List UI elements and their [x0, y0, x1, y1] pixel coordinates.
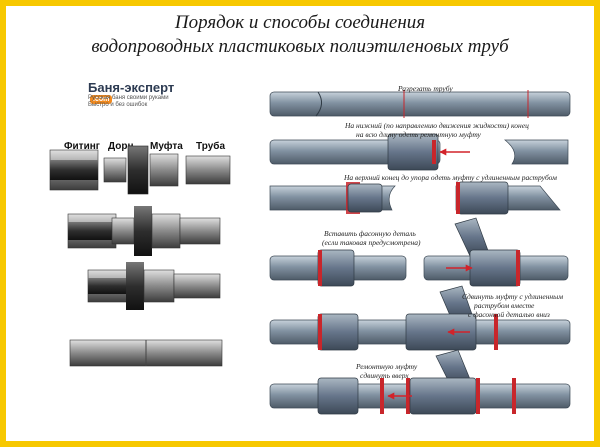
- caption-step5c: с фасонной деталью вниз: [468, 310, 550, 319]
- step2-pipes: [269, 133, 569, 171]
- caption-step2a: На нижний (по направлению движения жидко…: [345, 121, 529, 130]
- title-line-2: водопроводных пластиковых полиэтиленовых…: [91, 36, 509, 57]
- label-coupling: Муфта: [150, 141, 183, 152]
- step5-pipes: [269, 285, 571, 351]
- label-fitting: Фитинг: [64, 141, 100, 152]
- caption-step5b: раструбом вместе: [474, 301, 535, 310]
- logo-badge: .com: [90, 95, 113, 104]
- caption-step1: Разрезать трубу: [398, 84, 453, 93]
- caption-step6a: Ремонтную муфту: [356, 362, 418, 371]
- label-dorn: Дорн: [108, 141, 134, 152]
- step3-pipes: [269, 181, 561, 215]
- logo-name: Баня-эксперт.com: [88, 80, 175, 104]
- caption-step4b: (если таковая предусмотрена): [322, 238, 421, 247]
- step4-pipes: [269, 217, 569, 287]
- caption-step6b: сдвинуть вверх: [360, 371, 409, 380]
- step1-pipe: [269, 90, 571, 118]
- label-pipe: Труба: [196, 141, 226, 152]
- caption-step4a: Вставить фасонную деталь: [324, 229, 416, 238]
- step6-pipes: [269, 349, 571, 415]
- exploded-parts: [49, 145, 231, 195]
- brand-logo: Баня-эксперт.com Русская баня своими рук…: [88, 80, 198, 120]
- title-line-1: Порядок и способы соединения: [174, 12, 426, 33]
- caption-step5a: Сдвинуть муфту с удлиненным: [462, 292, 564, 301]
- caption-step2b: на всю длину одеть ремонтную муфту: [356, 130, 481, 139]
- assembly-step-b: [87, 262, 221, 310]
- joined-pipe: [69, 339, 223, 367]
- caption-step3: На верхний конец до упора одеть муфту с …: [344, 173, 557, 182]
- assembly-step-a: [67, 206, 221, 256]
